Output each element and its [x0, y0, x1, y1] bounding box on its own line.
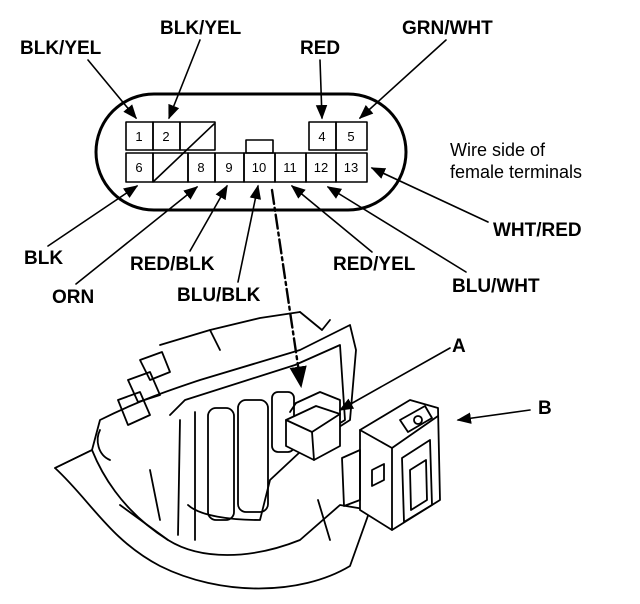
- wire-label-blu-blk: BLU/BLK: [177, 285, 261, 306]
- wire-label-blk-yel-left: BLK/YEL: [20, 38, 102, 59]
- callout-label-a: A: [452, 336, 466, 357]
- wire-label-red-blk: RED/BLK: [130, 254, 215, 275]
- leader-red-blk: [189, 184, 228, 252]
- leader-red: [315, 59, 328, 120]
- wire-label-red: RED: [300, 38, 340, 59]
- leader-arrows: [47, 39, 489, 285]
- wire-label-wht-red: WHT/RED: [493, 220, 582, 241]
- leader-orn: [75, 186, 199, 285]
- terminal-cell-5: [335, 121, 368, 151]
- connector-a: [285, 391, 341, 461]
- pin-number-11: 11: [283, 160, 297, 175]
- pin-number-4: 4: [318, 129, 325, 144]
- note-line-2: female terminals: [450, 162, 582, 182]
- leader-wht-red: [370, 167, 489, 223]
- callout-leader-a: [338, 347, 451, 411]
- leader-blk: [47, 185, 139, 247]
- wire-label-blk: BLK: [24, 248, 63, 269]
- callout-label-b: B: [538, 398, 552, 419]
- connector-location-arrow: [270, 188, 307, 389]
- wire-label-blk-yel-right: BLK/YEL: [160, 18, 242, 39]
- pin-number-13: 13: [344, 160, 358, 175]
- mirror-switch-b: [341, 399, 441, 531]
- blanked-cavity-line: [153, 123, 215, 182]
- leader-red-yel: [290, 185, 373, 253]
- pin-number-12: 12: [314, 160, 328, 175]
- dashboard-panel: [54, 311, 371, 590]
- terminal-cell-13: [335, 152, 368, 183]
- connector-lock-tab: [245, 139, 274, 154]
- pin-number-6: 6: [135, 160, 142, 175]
- leader-blu-wht: [326, 186, 467, 273]
- pin-number-10: 10: [252, 160, 266, 175]
- callout-leader-b: [456, 409, 531, 424]
- terminal-cell-3-blank: [179, 121, 216, 151]
- pin-number-2: 2: [162, 129, 169, 144]
- wire-label-grn-wht: GRN/WHT: [402, 18, 493, 39]
- wire-label-red-yel: RED/YEL: [333, 254, 416, 275]
- note-line-1: Wire side of: [450, 140, 546, 160]
- pin-number-9: 9: [225, 160, 232, 175]
- leader-blk-yel-left: [87, 59, 137, 120]
- leader-blk-yel-right: [168, 39, 201, 120]
- leader-grn-wht: [358, 39, 447, 119]
- pin-number-1: 1: [135, 129, 142, 144]
- connector-housing: [94, 92, 408, 212]
- wire-label-orn: ORN: [52, 287, 94, 308]
- terminal-grid: [125, 121, 368, 183]
- pin-number-5: 5: [347, 129, 354, 144]
- pin-number-8: 8: [197, 160, 204, 175]
- leader-blu-blk: [237, 184, 261, 283]
- wire-label-blu-wht: BLU/WHT: [452, 276, 540, 297]
